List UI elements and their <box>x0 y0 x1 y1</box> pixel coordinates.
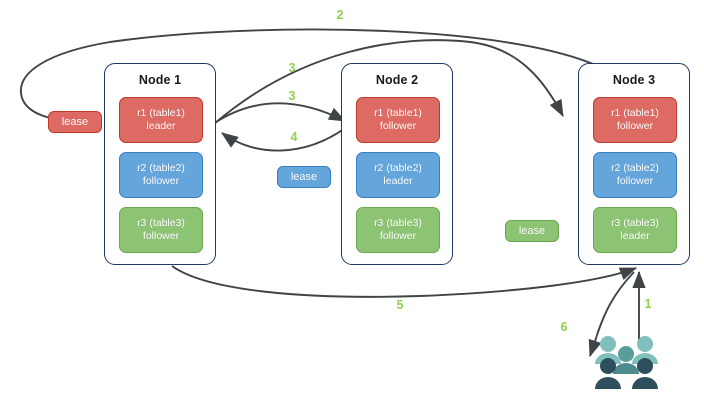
node-title-3: Node 3 <box>612 73 656 87</box>
users-group-icon <box>595 336 658 389</box>
replica-node2-r1[interactable]: r1 (table1) follower <box>356 97 440 143</box>
replica-role: follower <box>379 230 417 242</box>
edge-3-node1-to-node2 <box>212 102 347 125</box>
node-title-2: Node 2 <box>375 73 419 87</box>
node-title-1: Node 1 <box>138 73 182 87</box>
replica-name: r1 (table1) <box>137 107 185 119</box>
step-label-3-b: 3 <box>288 89 296 103</box>
replica-name: r1 (table1) <box>374 107 422 119</box>
node-container-3[interactable]: Node 3 r1 (table1) follower r2 (table2) … <box>578 63 690 265</box>
replica-node3-r1[interactable]: r1 (table1) follower <box>593 97 677 143</box>
replica-role: follower <box>142 230 180 242</box>
replica-name: r3 (table3) <box>374 217 422 229</box>
replica-node3-r2[interactable]: r2 (table2) follower <box>593 152 677 198</box>
replica-node3-r3[interactable]: r3 (table3) leader <box>593 207 677 253</box>
edge-5-node1-to-node3 <box>171 265 638 298</box>
replica-node1-r1[interactable]: r1 (table1) leader <box>119 97 203 143</box>
step-label-5: 5 <box>396 298 404 312</box>
replica-role: leader <box>383 175 413 187</box>
replica-name: r3 (table3) <box>611 217 659 229</box>
replica-node1-r3[interactable]: r3 (table3) follower <box>119 207 203 253</box>
replica-role: leader <box>146 120 176 132</box>
replica-role: leader <box>620 230 650 242</box>
replica-name: r2 (table2) <box>374 162 422 174</box>
step-label-1: 1 <box>644 297 652 311</box>
replica-role: follower <box>379 120 417 132</box>
replica-node1-r2[interactable]: r2 (table2) follower <box>119 152 203 198</box>
replica-role: follower <box>616 120 654 132</box>
replica-name: r2 (table2) <box>611 162 659 174</box>
lease-badge-green: lease <box>505 220 559 242</box>
lease-badge-red: lease <box>48 111 102 133</box>
step-label-6: 6 <box>560 320 568 334</box>
replica-node2-r3[interactable]: r3 (table3) follower <box>356 207 440 253</box>
replica-name: r3 (table3) <box>137 217 185 229</box>
node-container-2[interactable]: Node 2 r1 (table1) follower r2 (table2) … <box>341 63 453 265</box>
step-label-3-a: 3 <box>288 61 296 75</box>
step-label-2: 2 <box>336 8 344 22</box>
step-label-4: 4 <box>290 130 298 144</box>
replica-name: r2 (table2) <box>137 162 185 174</box>
replica-role: follower <box>616 175 654 187</box>
replica-name: r1 (table1) <box>611 107 659 119</box>
lease-badge-blue: lease <box>277 166 331 188</box>
replica-role: follower <box>142 175 180 187</box>
replica-node2-r2[interactable]: r2 (table2) leader <box>356 152 440 198</box>
lease-label: lease <box>290 171 318 183</box>
lease-label: lease <box>518 225 546 237</box>
node-container-1[interactable]: Node 1 r1 (table1) leader r2 (table2) fo… <box>104 63 216 265</box>
lease-label: lease <box>61 116 89 128</box>
